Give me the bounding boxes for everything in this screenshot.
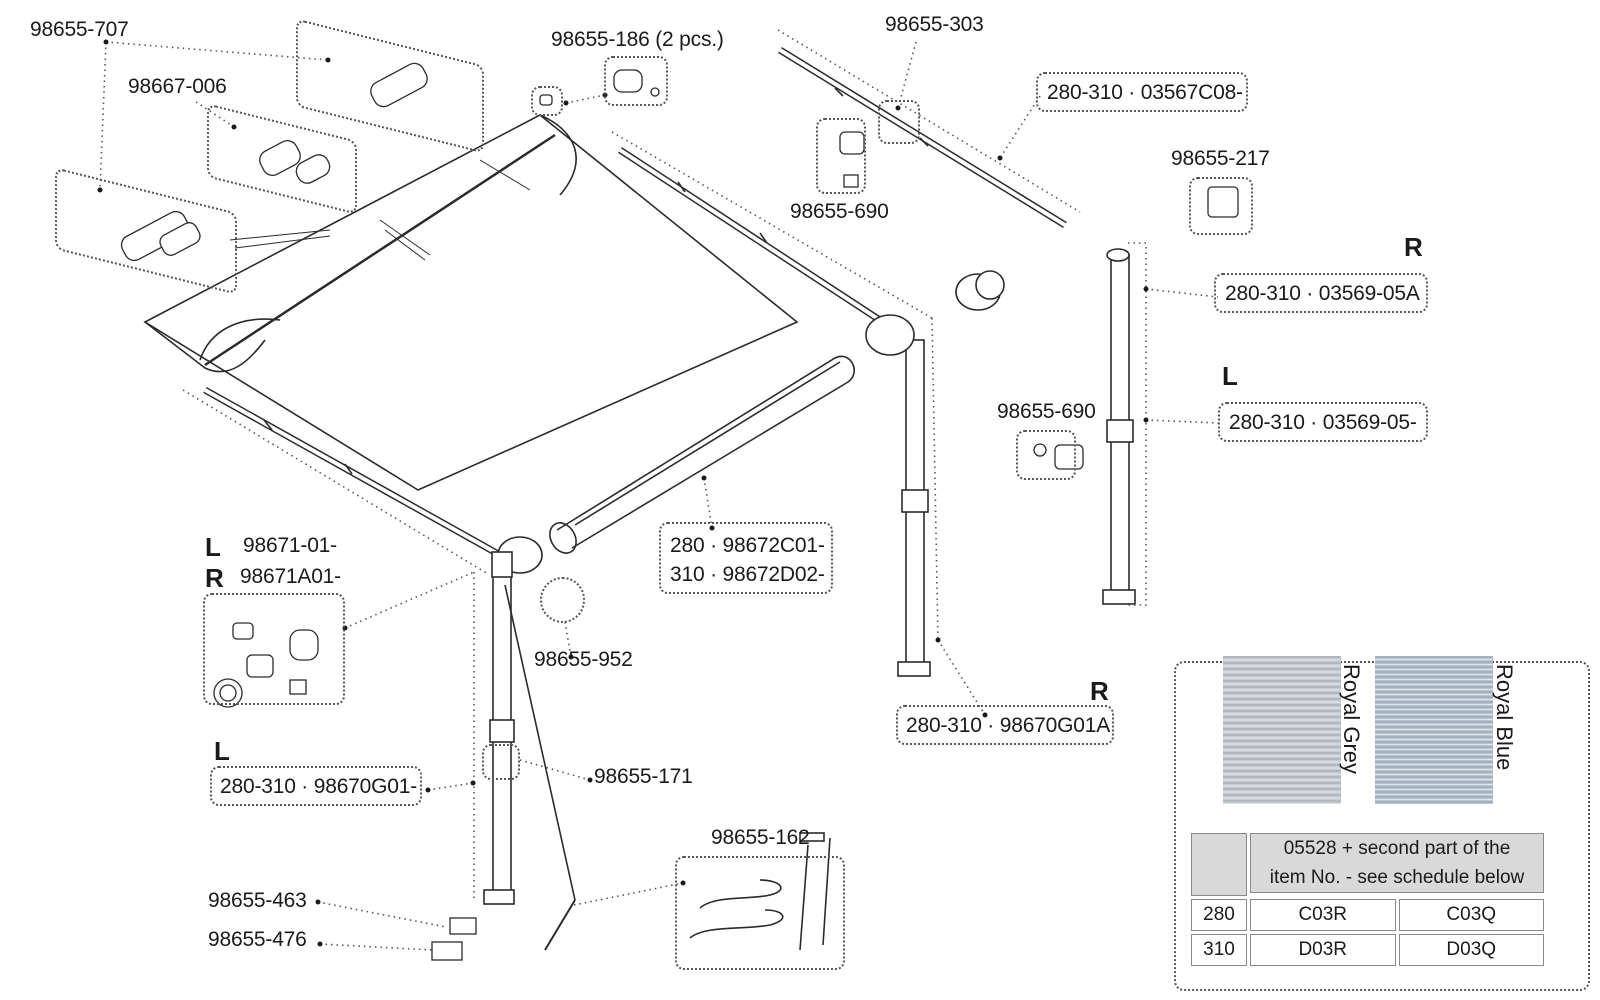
schedule-corner-cell [1191,833,1247,896]
hardware-box-217 [1189,177,1253,235]
marker-l-leg: L [214,736,230,766]
swatch-royal-blue-name: Royal Blue [1492,664,1517,771]
awning-fabric [143,114,799,491]
label-98672-280: 280 · 98672C01- [670,534,825,557]
schedule-header-row: 05528 + second part of the item No. - se… [1191,833,1544,896]
label-98655-162: 98655-162 [711,826,810,849]
schedule-size: 280 [1191,899,1247,931]
schedule-blue-code: D03Q [1398,934,1544,966]
hardware-box-162 [675,856,845,970]
label-98655-707: 98655-707 [30,18,129,41]
schedule-row-310: 310 D03R D03Q [1191,934,1544,966]
schedule-grey-code: D03R [1250,934,1396,966]
leader-lines [99,29,1219,951]
schedule-size: 310 [1191,934,1247,966]
hardware-box-952 [540,577,585,623]
schedule-header: 05528 + second part of the item No. - se… [1250,833,1544,893]
schedule-grey-code: C03R [1250,899,1396,931]
order-schedule-table: 05528 + second part of the item No. - se… [1188,830,1547,969]
label-98655-217: 98655-217 [1171,147,1270,170]
swatch-royal-grey-name: Royal Grey [1339,664,1364,775]
label-98667-006: 98667-006 [128,75,227,98]
hardware-box-186 [604,56,668,106]
label-98671A01: 98671A01- [240,565,341,588]
hardware-box-arm-joint [203,593,345,705]
label-98655-463: 98655-463 [208,889,307,912]
left-rafter-arm [203,386,502,559]
box-03567C08 [1036,72,1248,112]
label-03567C08: 280-310 · 03567C08- [1047,81,1243,104]
label-03569-05: 280-310 · 03569-05- [1229,411,1417,434]
hardware-box-690-mid [1016,430,1076,480]
box-03569-05 [1218,402,1428,442]
label-98655-952: 98655-952 [534,648,633,671]
marker-r-top: R [1404,232,1423,262]
hardware-box-690-top [816,118,866,194]
label-98671-01: 98671-01- [243,534,337,557]
marker-r-leg: R [1090,676,1109,706]
box-03569-05A [1214,273,1428,313]
left-joint [491,536,543,578]
top-right-rafter-arm [778,47,1067,228]
middle-leg [865,314,931,677]
label-98670G01: 280-310 · 98670G01- [220,775,418,798]
storm-strap-kit [689,832,831,951]
label-98672-310: 310 · 98672D02- [670,563,825,586]
schedule-header-line1: 05528 + second part of the [1283,838,1511,859]
schedule-row-280: 280 C03R C03Q [1191,899,1544,931]
arm-joint-parts [213,622,319,708]
hardware-box-171 [482,744,520,780]
hardware-box-303 [878,100,920,144]
label-98655-186: 98655-186 (2 pcs.) [551,28,724,51]
small-hardware [431,69,1239,961]
hardware-box-186-small [531,86,563,116]
marker-l-arm: L [205,532,221,562]
marker-l-mid: L [1222,361,1238,391]
right-leg [1102,248,1136,605]
swatch-royal-grey [1223,656,1341,804]
label-98655-476: 98655-476 [208,928,307,951]
spare-joint [955,270,1005,311]
label-98655-690-mid: 98655-690 [997,400,1096,423]
swatch-royal-blue [1375,656,1493,804]
label-03569-05A: 280-310 · 03569-05A [1225,282,1420,305]
roller-cassette [549,355,855,554]
label-98670G01A: 280-310 · 98670G01A [906,714,1111,737]
box-98672 [659,522,833,594]
mounting-plates [120,62,428,262]
box-98670G01 [210,766,422,806]
rear-rafter-arm [618,147,897,333]
label-98655-303: 98655-303 [885,13,984,36]
label-98655-690-top: 98655-690 [790,200,889,223]
marker-r-arm: R [205,563,224,593]
label-98655-171: 98655-171 [594,765,693,788]
schedule-blue-code: C03Q [1398,899,1544,931]
schedule-header-line2: item No. - see schedule below [1269,867,1525,888]
box-98670G01A [896,705,1114,745]
